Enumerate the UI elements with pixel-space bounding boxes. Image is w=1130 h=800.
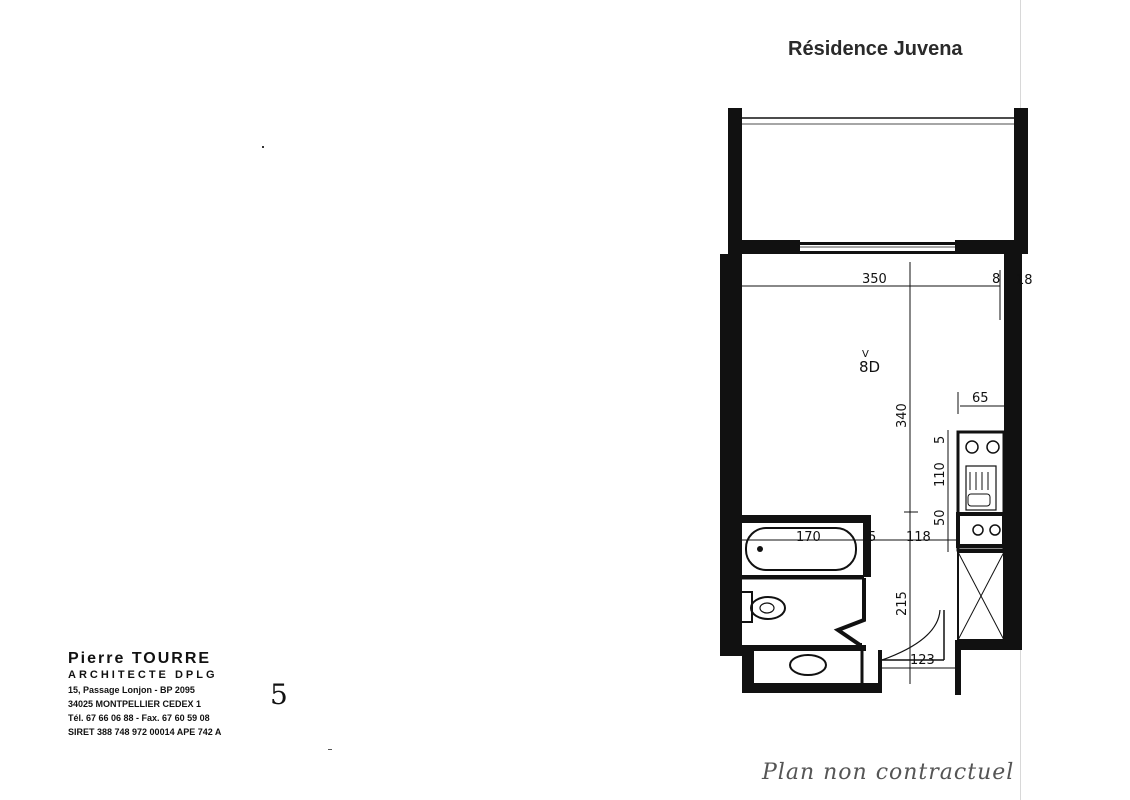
dim-350: 350 <box>862 272 887 287</box>
speck <box>262 146 264 148</box>
architect-stamp: Pierre TOURRE ARCHITECTE DPLG 15, Passag… <box>68 650 221 737</box>
room-marker: V <box>862 349 869 360</box>
bathroom <box>734 515 871 683</box>
dim-8: 8 <box>992 272 1000 287</box>
page-number: 5 <box>270 678 288 711</box>
architect-address-2: 34025 MONTPELLIER CEDEX 1 <box>68 699 202 709</box>
dim-123: 123 <box>910 653 935 668</box>
dim-340: 340 <box>895 403 910 428</box>
dim-5-bath: 5 <box>868 530 876 545</box>
balcony <box>728 108 1028 254</box>
dim-18: 18 <box>1016 273 1033 288</box>
architect-phone: Tél. 67 66 06 88 - Fax. 67 60 59 08 <box>68 713 210 723</box>
page-title: Résidence Juvena <box>788 38 963 60</box>
dim-215: 215 <box>895 591 910 616</box>
architect-siret: SIRET 388 748 972 00014 APE 742 A <box>68 727 222 737</box>
kitchenette <box>956 430 1006 641</box>
architect-title: ARCHITECTE DPLG <box>68 669 218 681</box>
entry-door <box>881 609 945 661</box>
window-wall <box>728 240 1028 254</box>
outer-walls <box>720 254 1022 695</box>
dim-65: 65 <box>972 391 989 406</box>
architect-address-1: 15, Passage Lonjon - BP 2095 <box>68 685 195 695</box>
dim-110: 110 <box>933 462 948 487</box>
dim-170: 170 <box>796 530 821 545</box>
dim-118: 118 <box>906 530 931 545</box>
room-label: 8D <box>859 358 880 376</box>
handwritten-note: Plan non contractuel <box>762 760 1015 785</box>
dimension-lines <box>742 262 1013 684</box>
dim-50: 50 <box>933 509 948 526</box>
speck <box>328 749 332 750</box>
architect-name: Pierre TOURRE <box>68 650 212 667</box>
dim-5-kitchen: 5 <box>933 436 948 444</box>
